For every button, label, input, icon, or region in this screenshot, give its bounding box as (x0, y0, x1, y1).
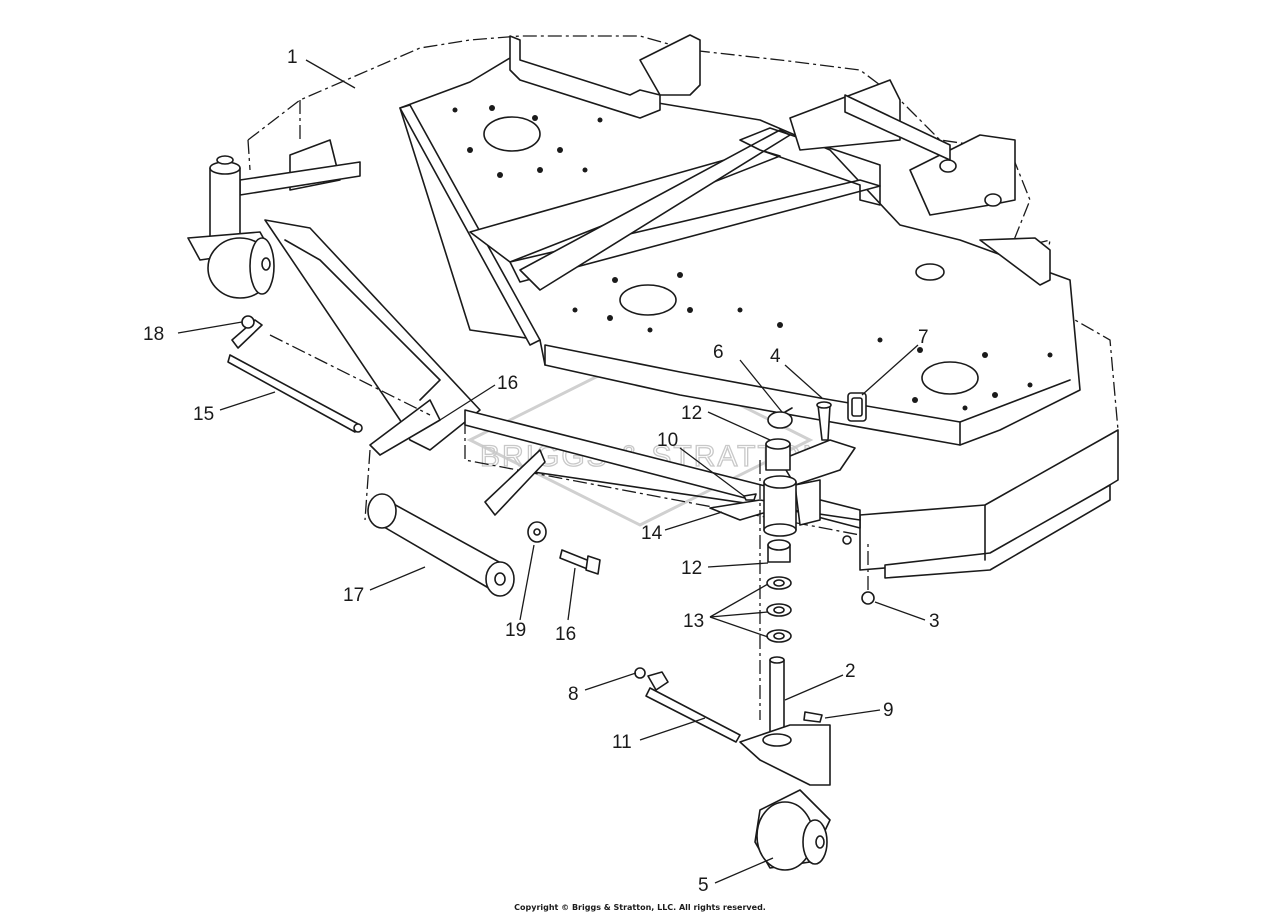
callout-11: 11 (612, 732, 632, 753)
callout-3: 3 (929, 611, 940, 632)
callout-1: 1 (287, 47, 298, 68)
callout-9: 9 (883, 700, 894, 721)
callout-leaders (177, 59, 926, 884)
callout-16-top: 16 (497, 373, 518, 394)
callout-7: 7 (918, 327, 929, 348)
callout-15: 15 (193, 404, 214, 425)
callout-18: 18 (143, 324, 164, 345)
callout-14: 14 (641, 523, 663, 544)
washer-and-bolt (527, 521, 601, 575)
callout-13: 13 (683, 611, 704, 632)
front-caster-wheel (634, 460, 831, 871)
fasteners (241, 315, 875, 605)
callout-2: 2 (845, 661, 856, 682)
callout-labels: 1 2 3 4 5 6 7 8 9 10 11 12 12 13 14 15 1… (143, 47, 940, 896)
copyright-notice: Copyright © Briggs & Stratton, LLC. All … (514, 903, 766, 912)
callout-19: 19 (505, 620, 526, 641)
callout-4: 4 (770, 346, 781, 367)
top-hitch-frame (469, 34, 1051, 291)
callout-17: 17 (343, 585, 364, 606)
callout-16-bottom: 16 (555, 624, 576, 645)
callout-12-bottom: 12 (681, 558, 702, 579)
callout-10: 10 (657, 430, 678, 451)
left-caster-wheel (187, 139, 361, 299)
callout-6: 6 (713, 342, 724, 363)
callout-12-top: 12 (681, 403, 702, 424)
roller-17 (367, 493, 515, 597)
callout-5: 5 (698, 875, 709, 896)
rod-15 (227, 319, 431, 433)
right-caster-spindle (709, 392, 867, 643)
callout-8: 8 (568, 684, 579, 705)
left-deck-arm (264, 219, 861, 529)
